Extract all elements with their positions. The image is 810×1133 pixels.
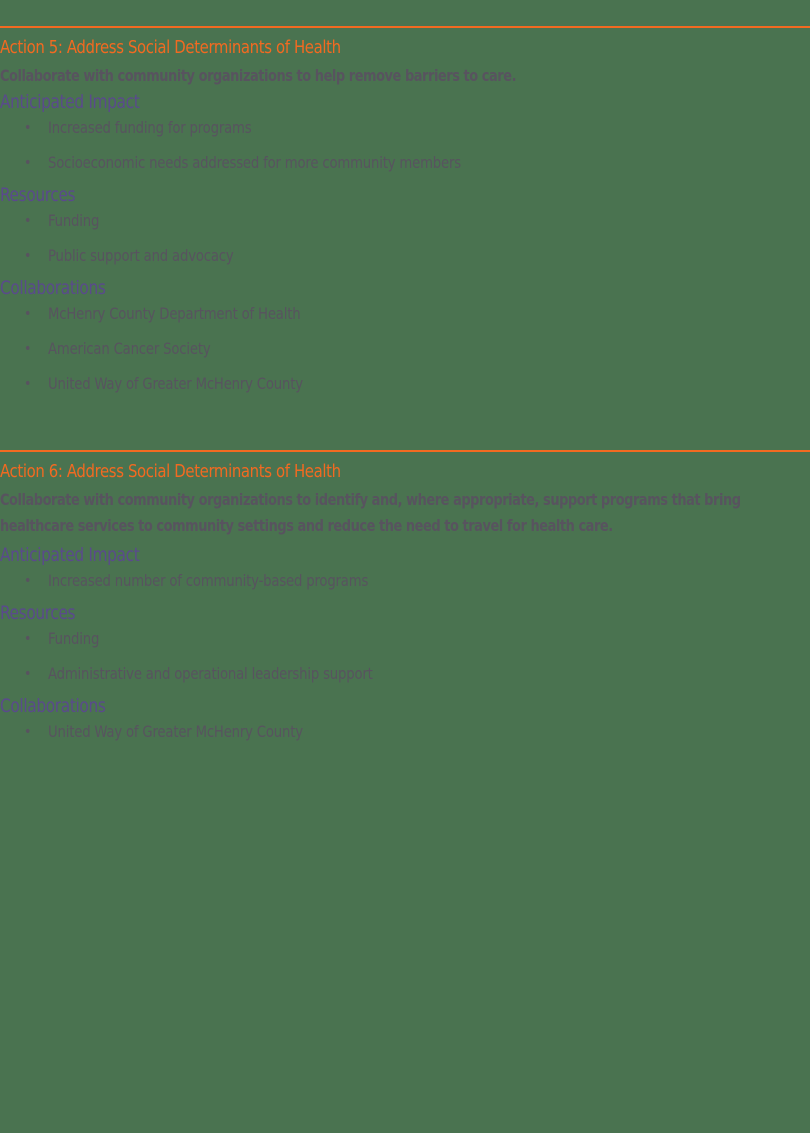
list-item: •American Cancer Society xyxy=(24,339,211,358)
resources-list: •Funding •Administrative and operational… xyxy=(0,628,810,698)
anticipated-impact-heading: Anticipated Impact xyxy=(0,91,140,113)
bullet-icon: • xyxy=(24,213,32,229)
collaborations-heading: Collaborations xyxy=(0,277,106,299)
list-item: •United Way of Greater McHenry County xyxy=(24,374,303,393)
bullet-icon: • xyxy=(24,666,32,682)
list-item: •Funding xyxy=(24,211,100,230)
list-item: •Increased number of community-based pro… xyxy=(24,571,369,590)
bullet-icon: • xyxy=(24,724,32,740)
list-item: •McHenry County Department of Health xyxy=(24,304,301,323)
collaborations-heading: Collaborations xyxy=(0,695,106,717)
list-item: •Funding xyxy=(24,629,100,648)
bullet-icon: • xyxy=(24,155,32,171)
impact-list: •Increased number of community-based pro… xyxy=(0,570,810,605)
list-item: •Socioeconomic needs addressed for more … xyxy=(24,153,461,172)
list-item: •Public support and advocacy xyxy=(24,246,234,265)
bullet-icon: • xyxy=(24,120,32,136)
bullet-icon: • xyxy=(24,573,32,589)
resources-heading: Resources xyxy=(0,184,76,206)
bullet-icon: • xyxy=(24,631,32,647)
action-description: Collaborate with community organizations… xyxy=(0,490,741,535)
bullet-icon: • xyxy=(24,248,32,264)
list-item: •United Way of Greater McHenry County xyxy=(24,722,303,741)
impact-list: •Increased funding for programs •Socioec… xyxy=(0,117,810,187)
resources-list: •Funding •Public support and advocacy xyxy=(0,210,810,280)
action-description: Collaborate with community organizations… xyxy=(0,66,517,85)
collaborations-list: •United Way of Greater McHenry County xyxy=(0,721,810,756)
bullet-icon: • xyxy=(24,376,32,392)
section-divider xyxy=(0,26,810,28)
bullet-icon: • xyxy=(24,341,32,357)
list-item: •Increased funding for programs xyxy=(24,118,252,137)
section-divider xyxy=(0,450,810,452)
bullet-icon: • xyxy=(24,306,32,322)
action-6-section: Action 6: Address Social Determinants of… xyxy=(0,450,810,756)
action-title: Action 5: Address Social Determinants of… xyxy=(0,37,341,58)
list-item: •Administrative and operational leadersh… xyxy=(24,664,373,683)
action-title: Action 6: Address Social Determinants of… xyxy=(0,461,341,482)
collaborations-list: •McHenry County Department of Health •Am… xyxy=(0,303,810,408)
action-5-section: Action 5: Address Social Determinants of… xyxy=(0,26,810,408)
resources-heading: Resources xyxy=(0,602,76,624)
anticipated-impact-heading: Anticipated Impact xyxy=(0,544,140,566)
